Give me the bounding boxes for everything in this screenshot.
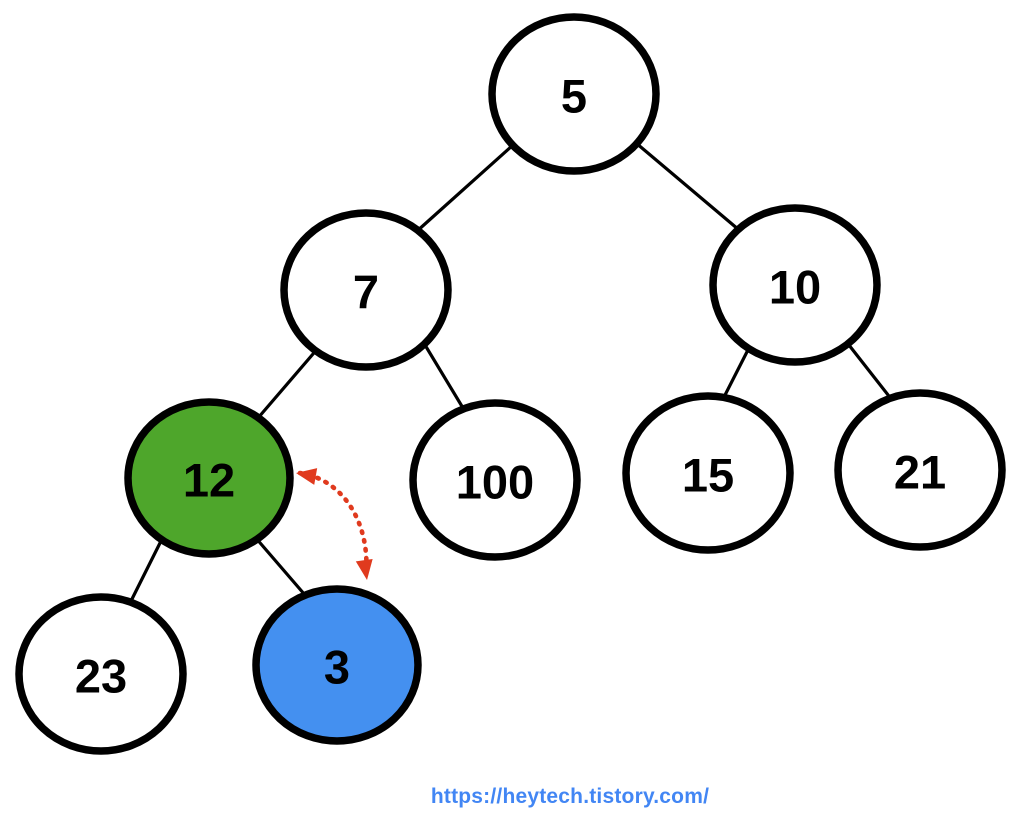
node-label-12: 12 — [183, 454, 235, 507]
node-label-5: 5 — [561, 70, 587, 123]
node-label-100: 100 — [456, 456, 534, 509]
swap-arrow-curve — [297, 470, 369, 577]
node-circle-100 — [409, 399, 581, 561]
node-circle-21 — [834, 389, 1006, 551]
tree-node-15[interactable]: 15 — [622, 392, 794, 554]
tree-node-12[interactable]: 12 — [124, 398, 294, 558]
tree-edge-n5-n7 — [414, 143, 515, 234]
tree-node-7[interactable]: 7 — [280, 209, 452, 371]
swap-arrow-head-to-12 — [296, 468, 318, 485]
node-label-10: 10 — [769, 261, 821, 314]
node-label-23: 23 — [75, 650, 127, 703]
tree-edge-n12-n3 — [253, 535, 307, 597]
tree-node-100[interactable]: 100 — [409, 399, 581, 561]
tree-node-21[interactable]: 21 — [834, 389, 1006, 551]
tree-edge-n7-n100 — [420, 338, 468, 415]
tree-node-10[interactable]: 10 — [709, 204, 881, 366]
node-label-3: 3 — [324, 641, 350, 694]
node-label-7: 7 — [353, 266, 379, 319]
node-circle-15 — [622, 392, 794, 554]
swap-arrow — [296, 468, 373, 580]
tree-edge-n5-n10 — [634, 141, 747, 237]
tree-nodes: 5 7 10 12 100 15 21 23 3 — [15, 13, 1006, 755]
node-label-15: 15 — [682, 449, 734, 502]
tree-edge-n10-n21 — [843, 338, 894, 402]
node-label-21: 21 — [894, 446, 946, 499]
node-circle-23 — [15, 593, 187, 755]
swap-arrow-head-to-3 — [355, 559, 373, 580]
node-circle-5 — [488, 13, 660, 175]
node-circle-3 — [252, 585, 422, 745]
watermark-url: https://heytech.tistory.com/ — [431, 785, 709, 808]
tree-node-5[interactable]: 5 — [488, 13, 660, 175]
node-circle-12 — [124, 398, 294, 558]
node-circle-10 — [709, 204, 881, 366]
tree-edge-n12-n23 — [129, 535, 165, 603]
tree-node-3[interactable]: 3 — [252, 585, 422, 745]
tree-edge-n7-n12 — [256, 345, 321, 420]
node-circle-7 — [280, 209, 452, 371]
tree-node-23[interactable]: 23 — [15, 593, 187, 755]
tree-edges — [129, 141, 894, 603]
